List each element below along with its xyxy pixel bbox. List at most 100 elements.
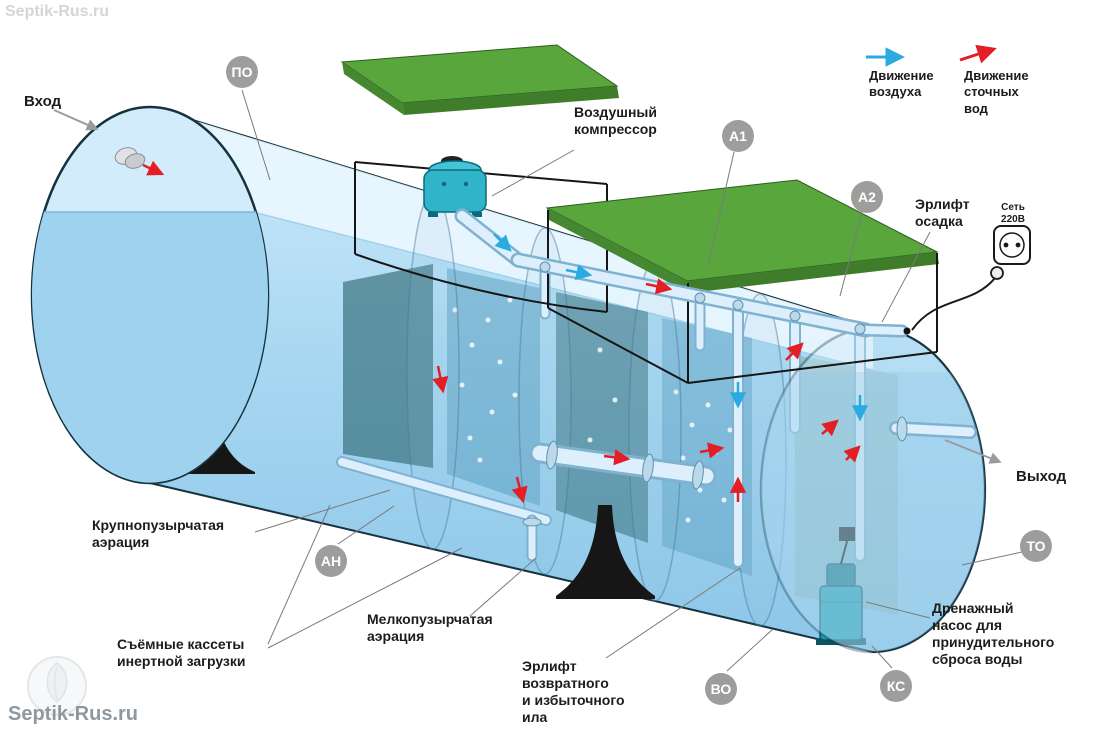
green-lid-1-side	[342, 62, 404, 115]
cassette-block-2	[556, 292, 648, 543]
right-face-water	[761, 372, 986, 652]
inlet-arrow	[53, 109, 99, 131]
waste-flow-arrow	[843, 445, 861, 463]
leader-ks	[871, 645, 893, 669]
waste-flow-arrow	[785, 342, 804, 361]
leader-airlift-sludge	[881, 231, 931, 323]
badge-to: ТО	[1020, 530, 1052, 562]
inlet-pipe-inner	[124, 153, 146, 169]
waste-flow-arrow	[821, 419, 839, 437]
waste-flow-arrow	[432, 365, 449, 394]
legend-arrows	[866, 44, 997, 67]
green-lid-2-edge	[687, 252, 939, 293]
legend-waste-arrow-icon	[959, 44, 997, 64]
label-airlift-return: Эрлифт возвратного и избыточного ила	[522, 658, 625, 726]
leader-an	[337, 505, 395, 545]
pipe-flange	[642, 453, 654, 483]
tank-right-face	[759, 326, 987, 654]
green-lid-1-edge	[402, 86, 619, 115]
aeration-chamber-1	[447, 268, 540, 506]
box2-bottom-right	[687, 351, 938, 384]
tee-fittings	[539, 261, 866, 335]
coarse-aeration-pipe-highlight	[338, 458, 550, 524]
outlet-arrow	[944, 439, 1002, 464]
pipe-flange	[546, 440, 558, 470]
outlet-pipe-highlight	[891, 423, 975, 437]
plug-icon	[990, 266, 1004, 280]
waste-flow-arrow	[603, 449, 631, 466]
label-fine-aeration: Мелкопузырчатая аэрация	[367, 611, 493, 645]
socket-hole	[1003, 242, 1009, 248]
leader-cassettes-2	[267, 547, 463, 649]
badge-an: АН	[315, 545, 347, 577]
label-outlet: Выход	[1016, 468, 1067, 485]
badge-vo: ВО	[705, 673, 737, 705]
cassette-block-1	[343, 264, 433, 468]
badge-a2: А2	[851, 181, 883, 213]
air-flow-arrow	[493, 233, 512, 252]
compressor-bolt	[441, 181, 447, 187]
leaf-icon	[46, 662, 68, 703]
tank-left-face	[30, 105, 270, 485]
tee-fitting	[789, 310, 801, 322]
air-compressor	[423, 156, 487, 217]
compressor-foot	[428, 212, 438, 217]
legend-air-label: Движение воздуха	[869, 68, 934, 100]
tank-internals	[336, 192, 898, 645]
waste-flow-arrow	[699, 442, 725, 459]
socket-hole	[1015, 242, 1021, 248]
compressor-down-pipe-highlight	[457, 211, 523, 265]
box-bottom-edge	[354, 253, 608, 313]
io-arrows	[53, 109, 1002, 464]
leader-cassettes-1	[267, 504, 331, 645]
waste-flow-arrow	[511, 476, 528, 504]
watermark-bottom: Septik-Rus.ru	[8, 703, 139, 725]
power-socket-icon	[993, 225, 1031, 265]
leader-fine	[469, 557, 537, 617]
waste-flow-arrow	[142, 160, 165, 176]
label-drain-pump: Дренажный насос для принудительного сбро…	[932, 600, 1055, 668]
badge-ks: КС	[880, 670, 912, 702]
power-supply	[911, 225, 1031, 331]
label-inlet: Вход	[24, 93, 62, 110]
pipe-flange	[692, 460, 704, 490]
partition-2	[518, 227, 572, 575]
tee-fitting	[539, 261, 551, 273]
legend-waste-label: Движение сточных вод	[964, 68, 1029, 116]
badge-a1: А1	[722, 120, 754, 152]
leader-vo	[726, 628, 774, 672]
tee-fitting	[854, 323, 866, 335]
watermark-top: Septik-Rus.ru	[5, 3, 110, 20]
power-connector-dot	[903, 327, 911, 335]
compressor-bolt	[463, 181, 469, 187]
waste-flow-arrow	[645, 278, 673, 295]
compressor-foot	[472, 212, 482, 217]
label-airlift-sludge: Эрлифт осадка	[915, 196, 970, 230]
leader-to	[961, 551, 1023, 566]
compressor-housing	[340, 44, 619, 313]
pump-cable	[840, 540, 848, 565]
clarifier-panel	[795, 355, 898, 615]
leader-airlift-return	[605, 567, 741, 659]
label-power: Сеть 220В	[1001, 202, 1025, 225]
waterline	[252, 211, 874, 371]
power-cord	[911, 277, 996, 331]
outlet-assembly	[889, 416, 977, 442]
leader-lines	[241, 89, 1023, 672]
label-coarse-aeration: Крупнопузырчатая аэрация	[92, 517, 225, 551]
pump-base	[816, 638, 866, 645]
badge-po: ПО	[226, 56, 258, 88]
air-bubbles	[452, 297, 733, 523]
leader-drain	[865, 601, 931, 619]
pump-plug-box	[839, 527, 855, 541]
leaf-logo	[27, 656, 87, 716]
leaf-stem	[54, 666, 58, 701]
flow-arrows	[142, 160, 869, 504]
leader-a2	[839, 211, 863, 297]
box2-bottom-left	[547, 307, 689, 384]
leader-po	[241, 89, 271, 181]
compressor-body	[423, 169, 487, 213]
leader-a1	[707, 151, 735, 267]
partition-3	[628, 260, 682, 602]
